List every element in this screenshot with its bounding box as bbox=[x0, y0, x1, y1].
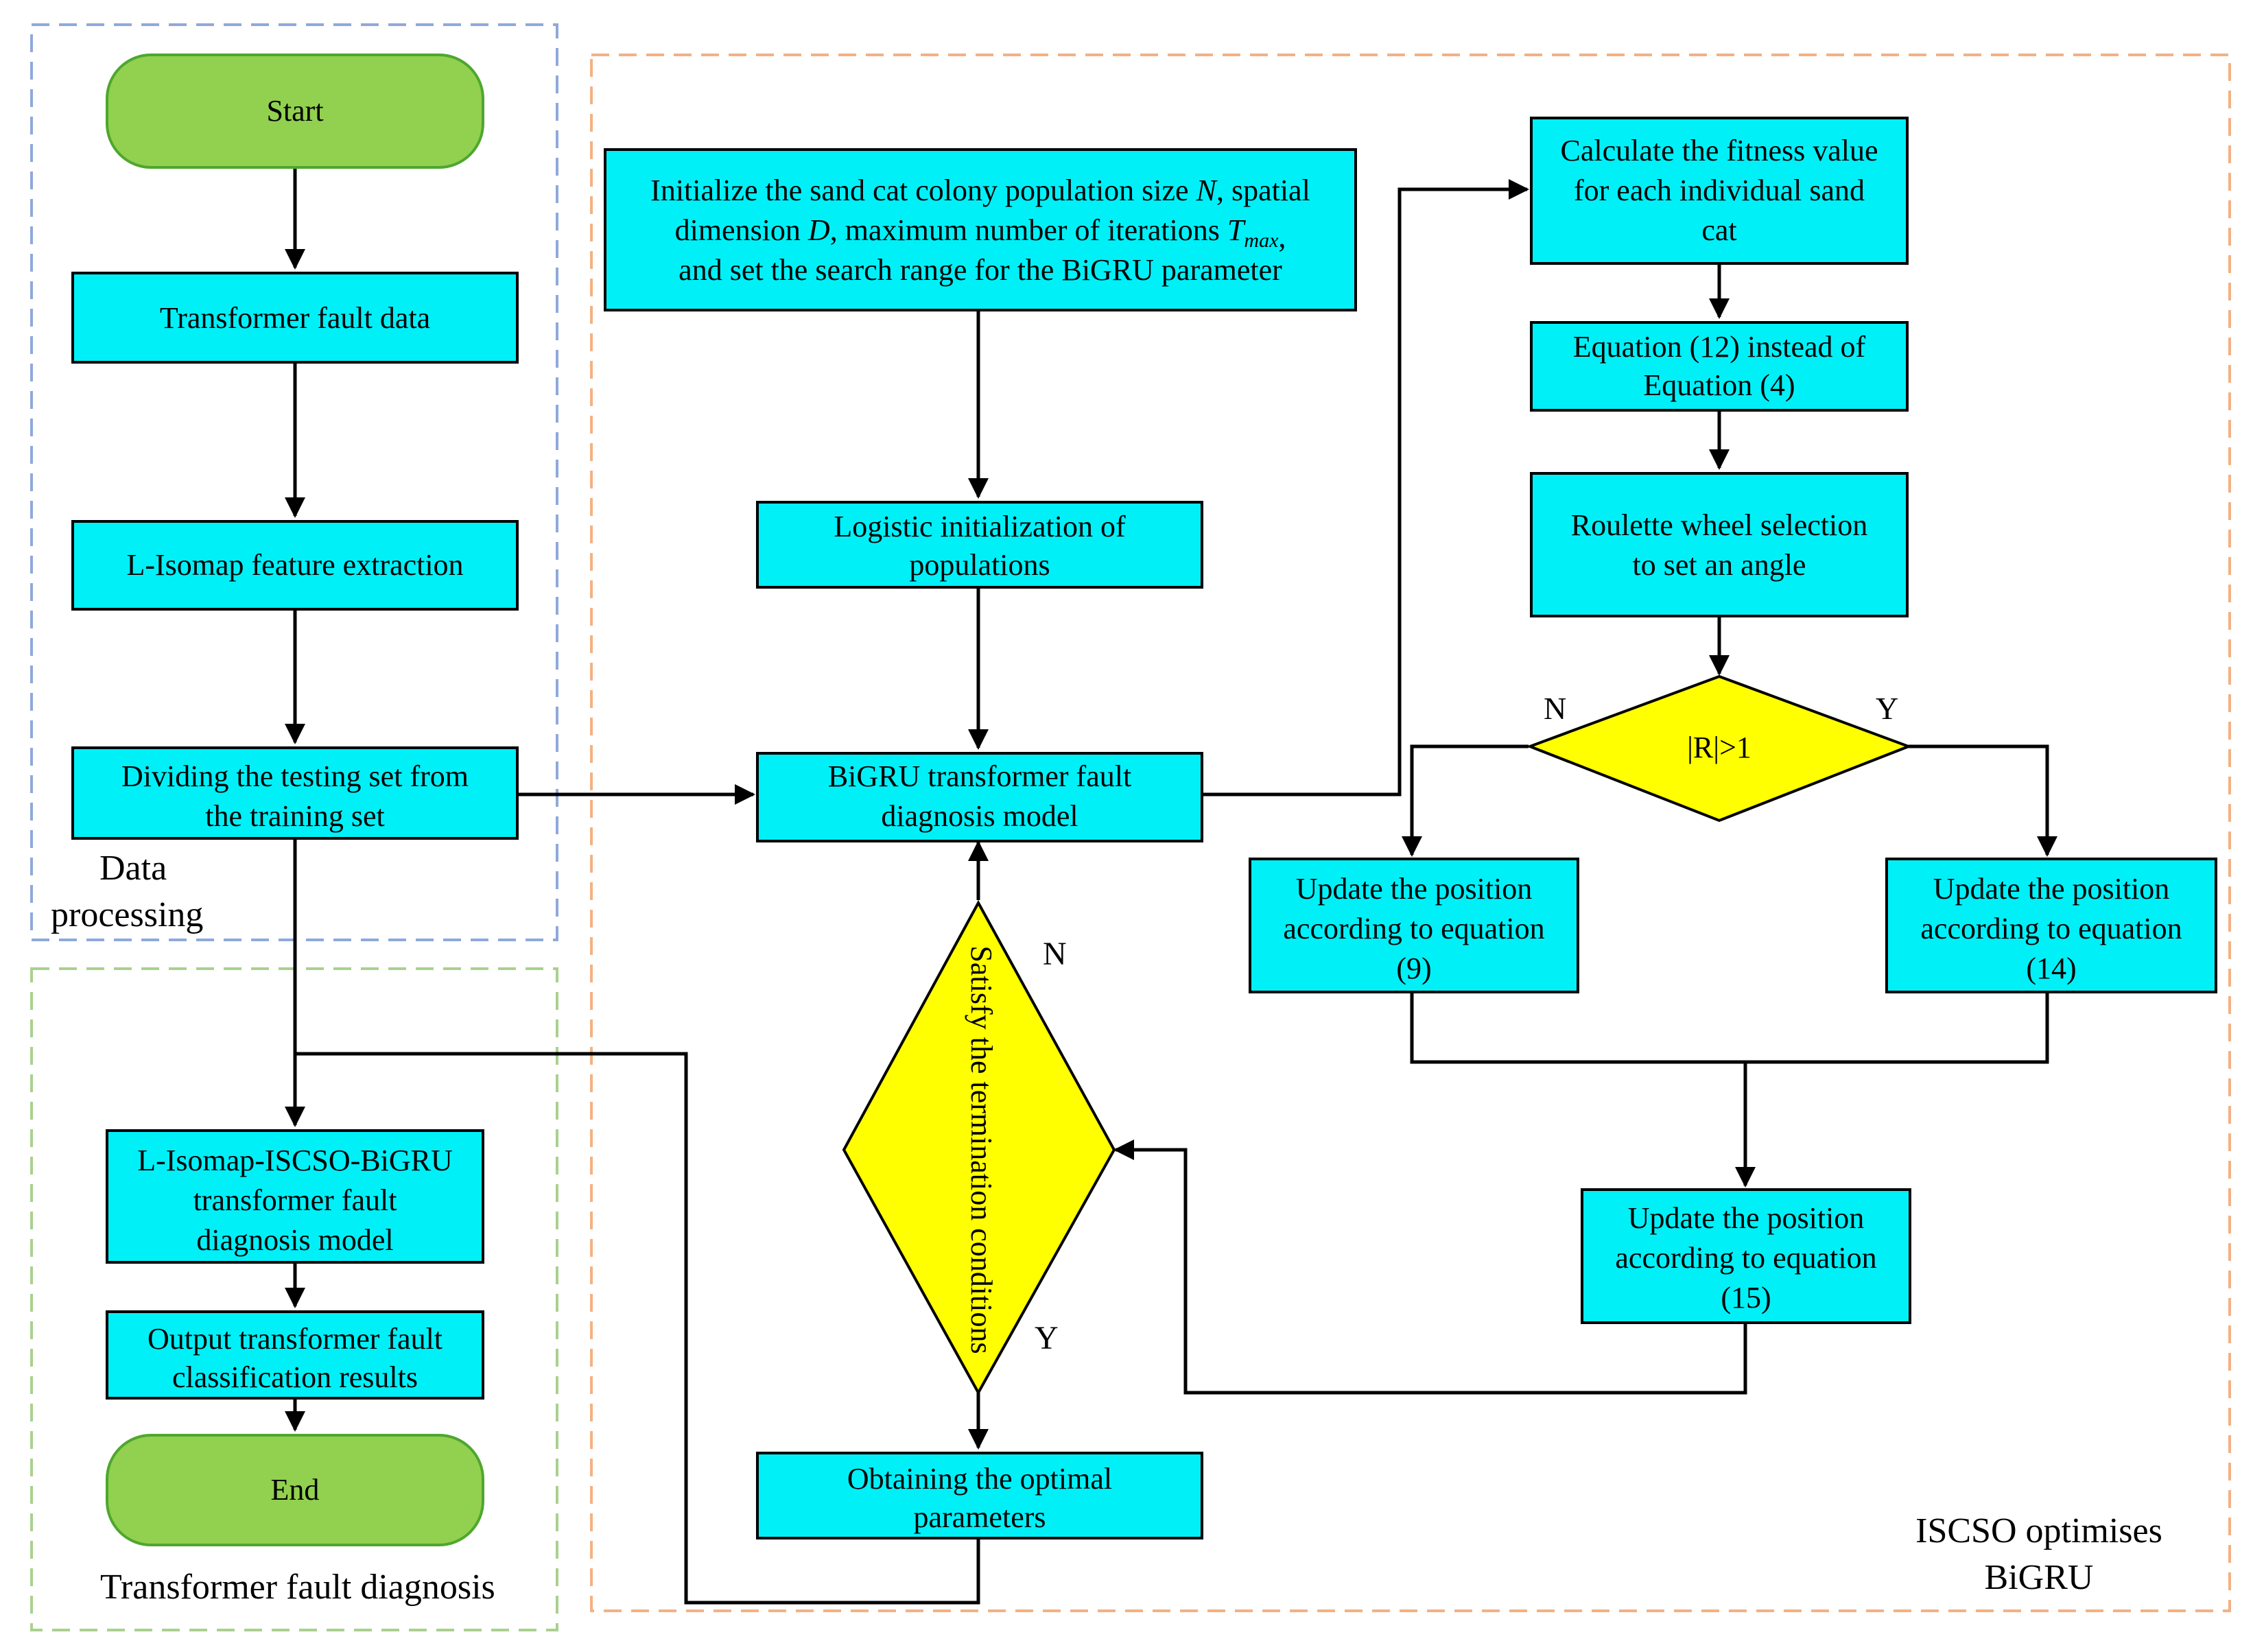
update-14-line-3: (14) bbox=[2026, 952, 2076, 985]
dividing-box: Dividing the testing set from the traini… bbox=[71, 746, 519, 840]
update-15-line-2: according to equation bbox=[1615, 1241, 1876, 1275]
logistic-line-1: Logistic initialization of bbox=[834, 510, 1126, 543]
fault-data-label: Transformer fault data bbox=[160, 301, 430, 335]
update-14-box: Update the position according to equatio… bbox=[1885, 858, 2217, 993]
data-processing-line-2: processing bbox=[51, 895, 203, 934]
update-14-line-1: Update the position bbox=[1933, 872, 2170, 906]
update-15-box: Update the position according to equatio… bbox=[1581, 1188, 1911, 1324]
diagnosis-model-line-2: transformer fault bbox=[193, 1183, 397, 1217]
end-label: End bbox=[271, 1473, 320, 1507]
fitness-box: Calculate the fitness value for each ind… bbox=[1530, 117, 1909, 265]
termination-decision: Satisfy the termination conditions bbox=[842, 899, 1116, 1396]
roulette-box: Roulette wheel selection to set an angle bbox=[1530, 472, 1909, 617]
update-15-line-1: Update the position bbox=[1628, 1201, 1865, 1235]
edge-update15-to-term bbox=[1113, 1140, 1747, 1395]
transformer-fault-data-box: Transformer fault data bbox=[71, 272, 519, 364]
start-label: Start bbox=[266, 94, 323, 128]
iscso-group bbox=[590, 54, 2231, 1612]
initialize-line-3: and set the search range for the BiGRU p… bbox=[679, 253, 1282, 287]
update-9-line-1: Update the position bbox=[1296, 872, 1533, 906]
data-processing-line-1: Data bbox=[99, 849, 167, 888]
logistic-init-box: Logistic initialization of populations bbox=[756, 501, 1203, 589]
logistic-line-2: populations bbox=[909, 548, 1050, 582]
connectors bbox=[285, 167, 2057, 1605]
bigru-line-2: diagnosis model bbox=[881, 799, 1078, 833]
r-decision-label: |R|>1 bbox=[1687, 731, 1751, 764]
edge-bigru-to-fitness bbox=[1203, 179, 1529, 796]
update-15-line-3: (15) bbox=[1721, 1281, 1771, 1314]
equation-12-box: Equation (12) instead of Equation (4) bbox=[1530, 321, 1909, 412]
output-line-2: classification results bbox=[172, 1360, 418, 1394]
fitness-line-1: Calculate the fitness value bbox=[1560, 134, 1878, 167]
data-processing-label: Data processing bbox=[51, 849, 203, 934]
initialize-box: Initialize the sand cat colony populatio… bbox=[604, 148, 1357, 311]
update-9-line-2: according to equation bbox=[1283, 912, 1544, 945]
termination-label: Satisfy the termination conditions bbox=[965, 945, 998, 1354]
edge-update9-merge bbox=[1410, 992, 2049, 1064]
iscso-line-1: ISCSO optimises bbox=[1915, 1511, 2162, 1550]
equation-12-line-1: Equation (12) instead of bbox=[1573, 330, 1866, 364]
output-line-1: Output transformer fault bbox=[148, 1322, 443, 1356]
fitness-line-3: cat bbox=[1701, 213, 1736, 247]
edge-r-no-to-update9 bbox=[1402, 744, 1529, 857]
roulette-line-1: Roulette wheel selection bbox=[1571, 508, 1868, 542]
dividing-line-2: the training set bbox=[205, 799, 385, 833]
iscso-group-label: ISCSO optimises BiGRU bbox=[1915, 1511, 2162, 1597]
initialize-line-1: Initialize the sand cat colony populatio… bbox=[650, 174, 1310, 207]
update-14-line-2: according to equation bbox=[1920, 912, 2182, 945]
optimal-params-box: Obtaining the optimal parameters bbox=[756, 1452, 1203, 1539]
update-9-line-3: (9) bbox=[1396, 952, 1431, 985]
r-yes-label: Y bbox=[1876, 691, 1898, 726]
feature-extraction-box: L-Isomap feature extraction bbox=[71, 520, 519, 611]
termination-yes-label: Y bbox=[1035, 1320, 1059, 1356]
feature-extraction-label: L-Isomap feature extraction bbox=[126, 548, 463, 582]
diagnosis-model-box: L-Isomap-ISCSO-BiGRU transformer fault d… bbox=[106, 1129, 484, 1264]
optimal-line-1: Obtaining the optimal bbox=[847, 1462, 1112, 1496]
bigru-model-box: BiGRU transformer fault diagnosis model bbox=[756, 752, 1203, 842]
diagnosis-model-line-1: L-Isomap-ISCSO-BiGRU bbox=[137, 1144, 453, 1177]
termination-no-label: N bbox=[1043, 936, 1067, 972]
iscso-line-2: BiGRU bbox=[1985, 1558, 2094, 1597]
update-9-box: Update the position according to equatio… bbox=[1249, 858, 1579, 993]
edge-optimal-to-model bbox=[295, 1052, 980, 1605]
edge-r-yes-to-update14 bbox=[1909, 744, 2057, 857]
r-decision: |R|>1 bbox=[1526, 674, 1913, 823]
start-terminal: Start bbox=[106, 54, 484, 169]
dividing-line-1: Dividing the testing set from bbox=[121, 759, 469, 793]
optimal-line-2: parameters bbox=[914, 1500, 1046, 1534]
end-terminal: End bbox=[106, 1434, 484, 1546]
diagnosis-model-line-3: diagnosis model bbox=[196, 1223, 393, 1257]
fitness-line-2: for each individual sand bbox=[1574, 174, 1865, 207]
bigru-line-1: BiGRU transformer fault bbox=[828, 759, 1131, 793]
output-results-box: Output transformer fault classification … bbox=[106, 1310, 484, 1400]
equation-12-line-2: Equation (4) bbox=[1643, 368, 1795, 402]
roulette-line-2: to set an angle bbox=[1633, 548, 1806, 582]
r-no-label: N bbox=[1544, 691, 1566, 726]
fault-diagnosis-group-label: Transformer fault diagnosis bbox=[100, 1568, 495, 1607]
